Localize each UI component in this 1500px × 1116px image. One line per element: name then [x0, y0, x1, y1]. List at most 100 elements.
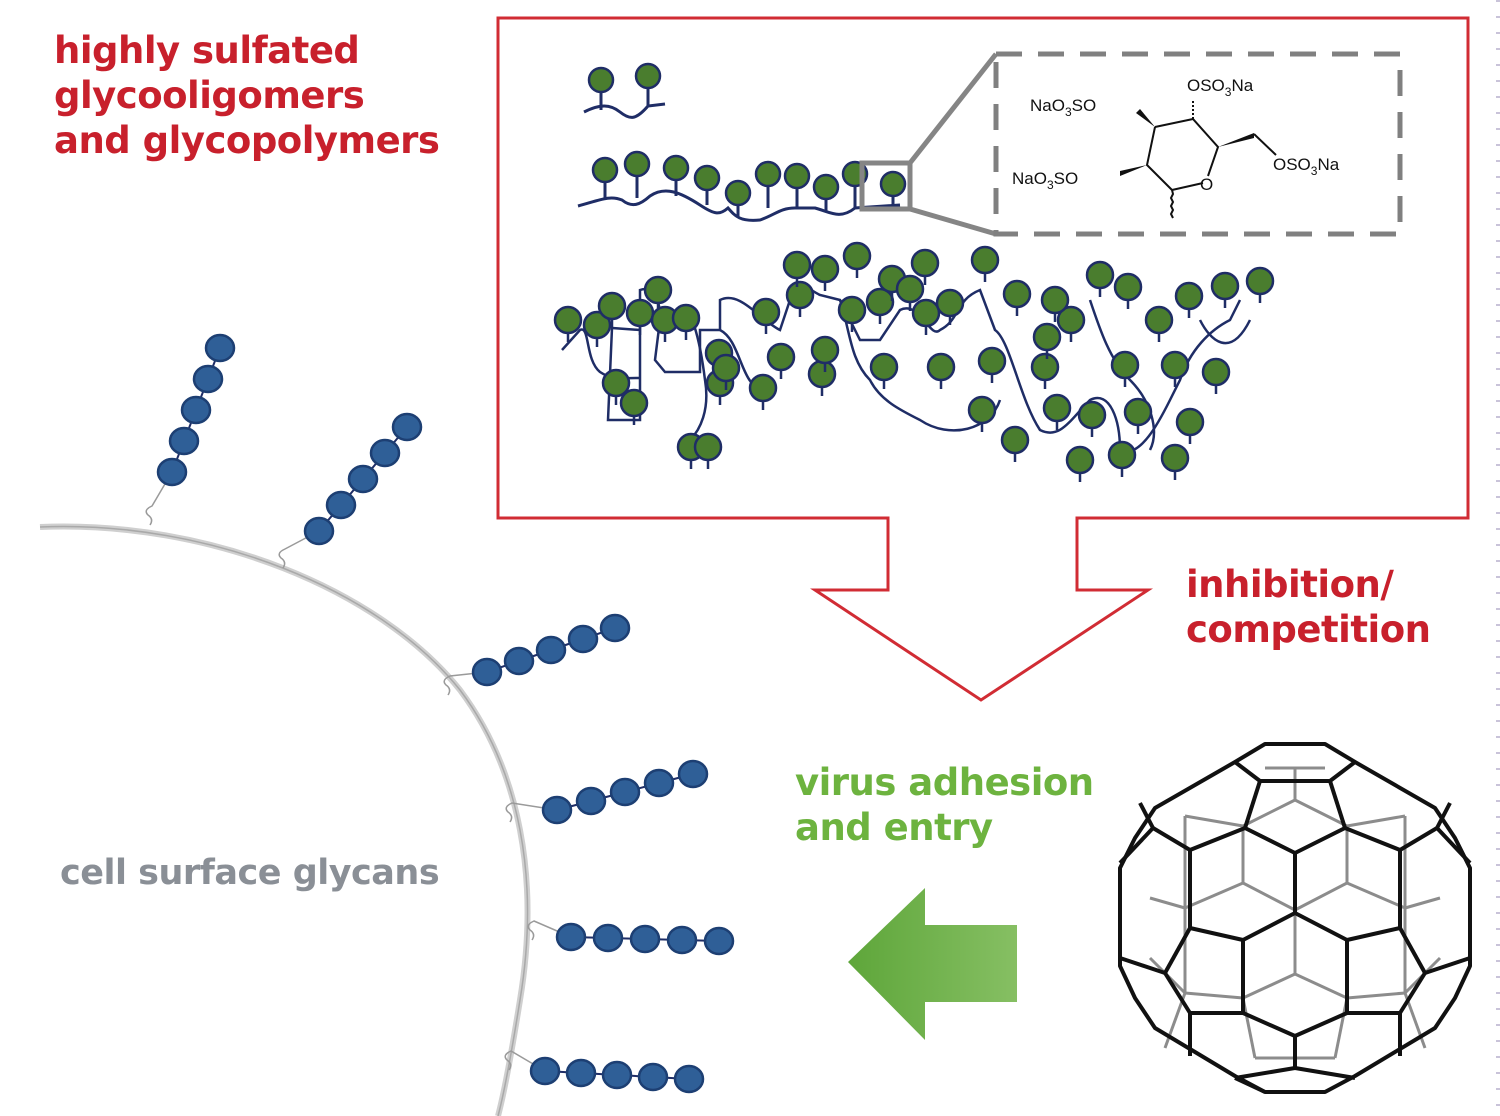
capsid-edge: [1189, 826, 1246, 852]
capsid-edge: [1118, 826, 1155, 865]
cell-surface-label: cell surface glycans: [60, 853, 440, 893]
sugar-bead: [1107, 440, 1137, 470]
glycan-bead: [325, 490, 357, 520]
sugar-bead: [865, 287, 895, 317]
ring-oxygen: O: [1200, 175, 1213, 194]
sugar-bead: [619, 388, 649, 418]
glycan-bead: [347, 464, 379, 494]
sugar-bead: [1210, 271, 1240, 301]
virus-line-2: and entry: [795, 806, 993, 850]
capsid-edge: [1328, 780, 1347, 829]
capsid-edge: [1163, 971, 1192, 1015]
capsid-edge: [1346, 814, 1406, 828]
sugar-bead: [1000, 425, 1030, 455]
zoom-callout: [859, 51, 1403, 237]
inhibition-line-2: competition: [1186, 608, 1431, 652]
glycooligomer-icon: [583, 62, 666, 119]
sugar-bead: [967, 395, 997, 425]
glycan-chain: [278, 412, 423, 569]
linear-glycopolymer-icon: [577, 150, 907, 222]
title-line-3: and glycopolymers: [54, 119, 440, 163]
sugar-bead: [837, 295, 867, 325]
glycan-bead: [471, 657, 503, 687]
sugar-bead: [910, 248, 940, 278]
sugar-bead: [1065, 445, 1095, 475]
capsid-edge: [1234, 1066, 1296, 1080]
glycan-bead: [703, 926, 735, 956]
virus-line-1: virus adhesion: [795, 761, 1094, 804]
branched-glycopolymer-icon: [553, 241, 1275, 482]
sugar-bead: [643, 275, 673, 305]
glycan-bead: [391, 412, 423, 442]
sugar-bead: [748, 373, 778, 403]
sugar-bead: [911, 298, 941, 328]
sugar-bead: [1160, 350, 1190, 380]
glycan-bead: [575, 786, 607, 816]
glycan-bead: [168, 426, 200, 456]
virus-capsid-icon: [1118, 742, 1472, 1094]
adhesion-arrow-icon: [848, 888, 1017, 1040]
capsid-edge: [1328, 760, 1357, 783]
sugar-bead: [785, 280, 815, 310]
sugar-bead: [1085, 260, 1115, 290]
capsid-edge: [1398, 927, 1427, 974]
capsid-edge: [1346, 991, 1406, 1000]
cell-surface-glycans: [145, 333, 735, 1094]
sugar-bead: [766, 342, 796, 372]
capsid-edge: [1294, 826, 1346, 855]
sugar-bead: [693, 164, 721, 192]
sugar-bead: [812, 173, 840, 201]
sugar-bead: [782, 250, 812, 280]
glycan-linker: [443, 671, 488, 696]
capsid-edge: [1294, 881, 1348, 912]
capsid-edge: [1294, 798, 1348, 828]
substituent-top: OSO3Na: [1187, 76, 1254, 99]
sugar-bead: [582, 310, 612, 340]
sugar-bead: [869, 352, 899, 382]
glycan-bead: [555, 922, 587, 952]
glycan-bead: [180, 395, 212, 425]
sugar-bead: [1174, 281, 1204, 311]
sugar-bead: [1032, 322, 1062, 352]
capsid-edge: [1346, 881, 1406, 910]
sugar-bead: [1113, 272, 1143, 302]
glycan-linker: [504, 1050, 546, 1072]
sugar-bead: [842, 241, 872, 271]
capsid-edge: [1119, 956, 1166, 975]
capsid-edge: [1184, 814, 1244, 828]
sugar-bead: [1030, 352, 1060, 382]
sugar-bead: [553, 305, 583, 335]
glycan-chain: [527, 920, 735, 956]
title-line-1: highly sulfated: [54, 29, 360, 72]
sugar-bead: [807, 359, 837, 389]
sugar-bead: [754, 160, 782, 188]
glycan-bead: [601, 1060, 633, 1090]
sugar-bead: [1201, 357, 1231, 387]
glycan-bead: [637, 1062, 669, 1092]
capsid-edge: [1244, 826, 1296, 855]
sugar-bead: [879, 170, 907, 198]
glycan-bead: [369, 438, 401, 468]
sugar-bead: [1040, 285, 1070, 315]
capsid-edge: [1149, 896, 1186, 910]
substituent-lower-left: NaO3SO: [1012, 169, 1078, 192]
capsid-edge: [1243, 780, 1262, 829]
capsid-edge: [1163, 927, 1192, 974]
sugar-bead: [977, 346, 1007, 376]
capsid-edge: [1233, 760, 1262, 783]
glycan-bead: [503, 646, 535, 676]
capsid-edge: [1404, 896, 1441, 910]
capsid-edge: [1184, 881, 1244, 910]
sugar-bead: [662, 154, 690, 182]
glycan-bead: [677, 759, 709, 789]
capsid-edge: [1189, 926, 1244, 942]
capsid-edge: [1294, 1011, 1348, 1038]
glycan-bead: [156, 457, 188, 487]
glycan-chain: [443, 613, 631, 696]
cell-membrane-icon: [39, 523, 531, 1116]
inhibition-line-1: inhibition/: [1186, 563, 1394, 606]
capsid-edge: [1398, 971, 1427, 1015]
glycan-bead: [192, 364, 224, 394]
sugar-bead: [1110, 350, 1140, 380]
